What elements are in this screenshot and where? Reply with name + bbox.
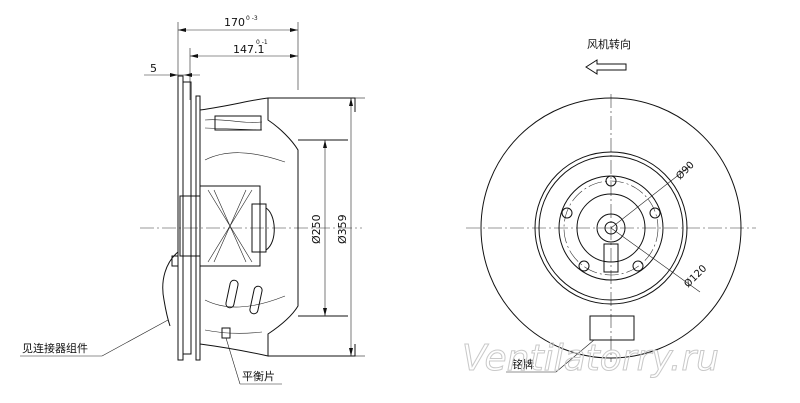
arrow-5-left [170,73,178,77]
leader-connector [101,319,169,357]
impeller-backplate [195,95,201,361]
leader-balance [225,337,241,385]
motor-hatch-4 [213,189,247,263]
dim-120-text: Ø120 [682,263,710,291]
blade-3 [204,152,286,163]
bolt-hole-2 [649,207,661,219]
arrow-170-right [290,28,298,32]
dim-147-tol: 0 -1 [256,39,268,46]
cable-gland [171,255,179,267]
shaft [604,221,618,235]
bolt-circle [563,180,659,276]
blade-5 [204,329,263,334]
watermark: Ventilatorry.ru [462,338,719,379]
arrow-147-left [190,54,198,58]
inlet-ring-bottom [268,344,356,357]
cable-outlet [603,243,619,273]
inlet-ring [534,151,688,305]
connector-note: 见连接器组件 [22,341,88,355]
rotation-arrow [585,59,627,75]
front-view: 风机转向 Ø90 Ø120 铭牌 [466,37,756,373]
motor-cap [265,207,275,251]
blade-block-top [214,115,262,131]
motor-rotor-band [251,203,267,253]
nameplate-label: 铭牌 [512,357,534,371]
arrow-147-right [290,54,298,58]
bolt-hole-3 [632,260,644,272]
arrow-250-bottom [323,308,327,316]
cable [162,251,179,327]
side-view: 170 0 -3 147.1 0 -1 5 [20,15,365,385]
leader-nameplate [555,339,595,373]
bolt-hole-1 [605,175,617,187]
dim-5-text: 5 [150,62,157,75]
mounting-plate-inner [182,81,192,355]
dim-170-tol: 0 -3 [246,15,258,22]
arrow-5-right [184,73,192,77]
arrow-170-left [178,28,186,32]
leader-120 [610,227,701,293]
bolt-hole-4 [578,260,590,272]
dim-170-text: 170 [224,16,245,29]
rotation-label: 风机转向 [587,37,631,51]
balance-weight-1 [225,279,239,309]
blade-4 [204,295,286,308]
arrow-250-top [323,140,327,148]
dim-147-text: 147.1 [233,43,265,56]
impeller-shroud [199,97,299,357]
dim-359-text: Ø359 [336,214,349,244]
inlet-ring-inner [538,155,684,301]
inlet-ring-top [268,97,356,112]
motor-cap-ring [576,193,646,263]
motor-flange [179,195,201,257]
arrow-359-bottom [349,348,353,356]
outer-ring [480,97,742,359]
balance-weight-2 [249,285,263,315]
shaft-ring [596,213,626,243]
dim-250-text: Ø250 [310,214,323,244]
blade-1 [204,119,263,123]
bolt-hole-5 [561,207,573,219]
dim-90-text: Ø90 [674,159,697,182]
nameplate-box [589,315,635,341]
leader-90 [610,165,691,229]
arrow-359-top [349,98,353,106]
balance-plate-label: 平衡片 [242,370,275,383]
